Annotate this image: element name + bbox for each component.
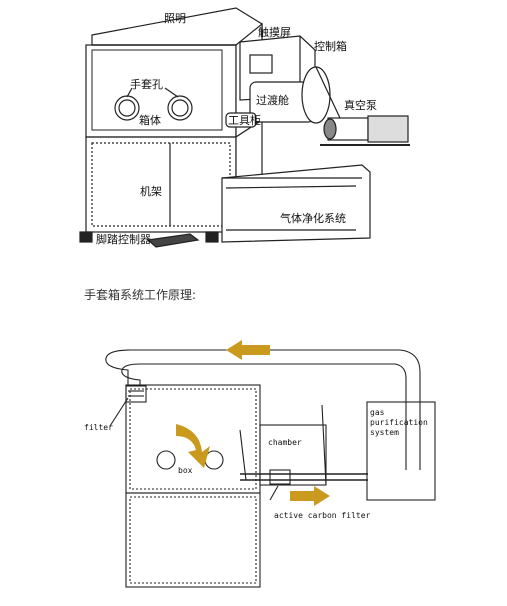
equipment-drawing <box>79 7 410 248</box>
label-transfer-chamber: 过渡舱 <box>256 93 289 107</box>
principle-labels: filter box chamber gas purification syst… <box>84 408 433 520</box>
return-flow-arrow <box>226 340 270 360</box>
outflow-arrow <box>290 486 330 506</box>
frame <box>125 492 261 588</box>
label-gas-line2: purification <box>370 418 428 427</box>
label-foot-switch: 脚踏控制器 <box>96 232 151 246</box>
label-active-carbon-filter: active carbon filter <box>274 511 371 520</box>
label-filter: filter <box>84 423 113 432</box>
label-gas-line3: system <box>370 428 399 437</box>
filter <box>125 385 147 403</box>
label-chamber: chamber <box>268 438 302 447</box>
glove-port-left <box>156 450 176 470</box>
chamber <box>259 424 327 486</box>
working-principle-caption: 手套箱系统工作原理: <box>84 288 197 302</box>
label-control-box: 控制箱 <box>314 39 347 53</box>
label-box: box <box>178 466 193 475</box>
label-frame: 机架 <box>140 184 162 198</box>
tool-holder <box>225 112 257 128</box>
label-box-body: 箱体 <box>139 113 161 127</box>
active-carbon-filter <box>269 469 291 485</box>
equipment-labels: 照明 触摸屏 控制箱 手套孔 箱体 过渡舱 真空泵 工具柜 机架 气体净化系统 … <box>96 12 377 246</box>
foot-switch <box>146 233 200 248</box>
label-touchscreen: 触摸屏 <box>258 25 291 39</box>
box-flow-arrow <box>176 424 210 468</box>
label-glove-port: 手套孔 <box>130 77 163 91</box>
principle-drawing <box>105 349 436 588</box>
gas-purification-cabinet <box>221 164 371 243</box>
gas-purification-system <box>366 401 436 501</box>
label-gas-line1: gas <box>370 408 385 417</box>
label-gas-purification-system: gas purification system <box>370 408 433 437</box>
label-gas-purification: 气体净化系统 <box>280 211 346 225</box>
box-body <box>85 44 237 138</box>
touchscreen <box>249 54 273 74</box>
glove-port-right <box>167 95 193 121</box>
label-vacuum-pump: 真空泵 <box>344 98 377 112</box>
flow-arrows <box>176 340 330 506</box>
circulation-duct <box>105 349 421 470</box>
label-tool-holder: 工具柜 <box>228 114 261 127</box>
label-lighting: 照明 <box>164 12 186 25</box>
